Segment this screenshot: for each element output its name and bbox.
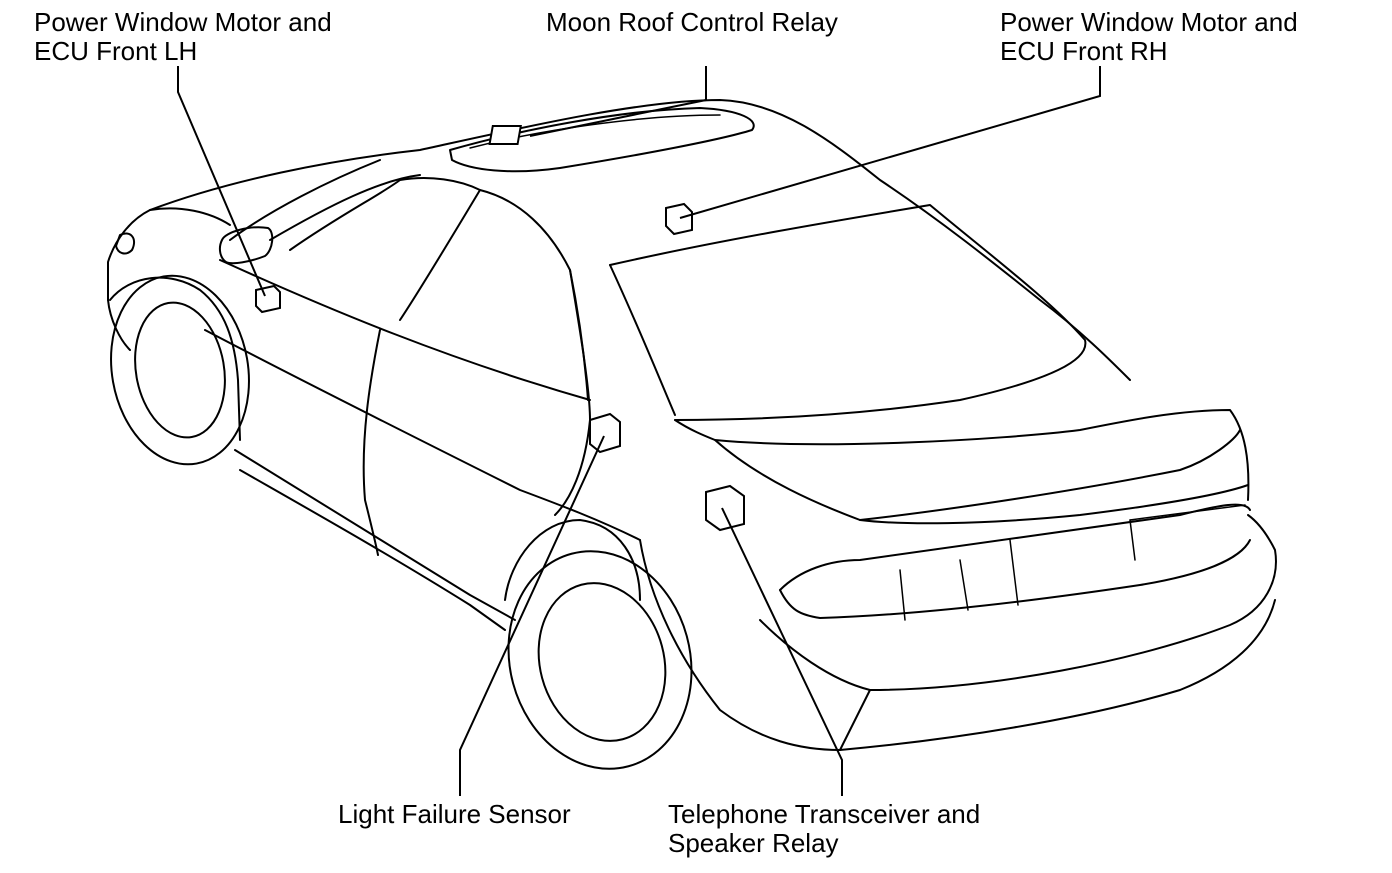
label-power-window-lh-line2: ECU Front LH <box>34 36 198 66</box>
car-body <box>107 99 1277 770</box>
label-power-window-rh-line2: ECU Front RH <box>1000 36 1168 66</box>
label-telephone-transceiver: Telephone Transceiver and Speaker Relay <box>668 800 980 858</box>
leader-moon-roof <box>529 66 707 137</box>
label-light-failure-line1: Light Failure Sensor <box>338 799 571 829</box>
label-power-window-lh-line1: Power Window Motor and <box>34 7 332 37</box>
label-power-window-lh: Power Window Motor and ECU Front LH <box>34 8 332 66</box>
label-moon-roof-relay: Moon Roof Control Relay <box>546 8 838 37</box>
label-telephone-line2: Speaker Relay <box>668 828 839 858</box>
leader-power-window-rh <box>679 66 1101 219</box>
power-window-rh-box <box>665 202 693 236</box>
leader-light-failure <box>459 435 605 796</box>
light-failure-sensor-box <box>589 412 621 454</box>
label-light-failure-sensor: Light Failure Sensor <box>338 800 571 829</box>
component-boxes <box>255 125 745 532</box>
leader-power-window-lh <box>177 66 266 297</box>
moon-roof-relay-box <box>488 125 522 145</box>
label-telephone-line1: Telephone Transceiver and <box>668 799 981 829</box>
power-window-lh-box <box>255 284 281 314</box>
label-power-window-rh: Power Window Motor and ECU Front RH <box>1000 8 1298 66</box>
label-power-window-rh-line1: Power Window Motor and <box>1000 7 1298 37</box>
leader-lines <box>177 66 1101 796</box>
label-moon-roof-line1: Moon Roof Control Relay <box>546 7 838 37</box>
telephone-transceiver-box <box>705 484 745 532</box>
leader-telephone <box>721 507 843 796</box>
